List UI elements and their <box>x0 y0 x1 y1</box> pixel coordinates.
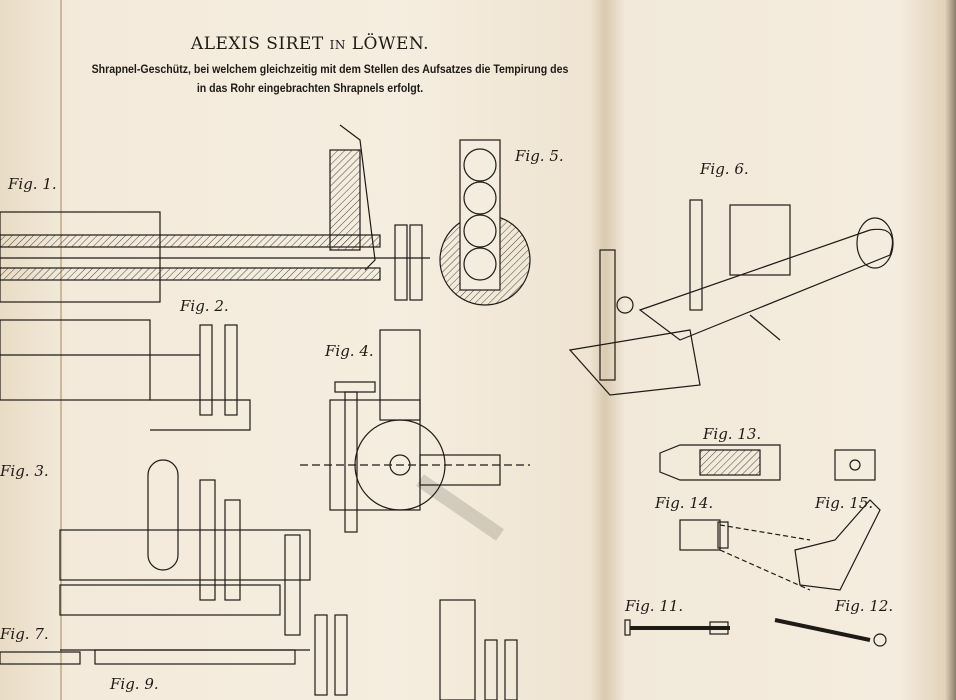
subtitle-line-1: Shrapnel-Geschütz, bei welchem gleichzei… <box>91 64 569 76</box>
page-fold <box>60 0 62 700</box>
inventor-name: ALEXIS SIRET <box>190 34 324 54</box>
fig-2-label: Fig. 2. <box>180 297 229 315</box>
fig-2-drawing <box>0 319 251 431</box>
fig-1-drawing <box>0 124 531 306</box>
fig-12-label: Fig. 12. <box>835 597 894 615</box>
fig-11-12-drawing <box>624 618 887 647</box>
fig-1-label: Fig. 1. <box>8 175 57 193</box>
inventor-place: LÖWEN. <box>351 34 430 54</box>
fig-14-15-drawing <box>679 499 881 591</box>
fig-3-label: Fig. 3. <box>0 462 49 480</box>
fig-9-label: Fig. 9. <box>110 675 159 693</box>
fig-3-drawing <box>0 459 348 696</box>
fig-4-drawing <box>300 329 530 541</box>
fig-13-drawing <box>659 444 876 481</box>
fig-14-label: Fig. 14. <box>655 494 714 512</box>
fig-15-label: Fig. 15. <box>815 494 874 512</box>
subtitle-line-2: in das Rohr eingebrachten Shrapnels erfo… <box>196 83 424 95</box>
fig-4-label: Fig. 4. <box>325 342 374 360</box>
fig-11-label: Fig. 11. <box>625 597 684 615</box>
fig-7-label: Fig. 7. <box>0 625 49 643</box>
fig-6-label: Fig. 6. <box>700 160 749 178</box>
fig-6-drawing <box>568 199 894 396</box>
patent-title: ALEXIS SIRET IN LÖWEN. <box>0 34 620 54</box>
title-connector: IN <box>329 38 346 52</box>
fig-lower-right-drawing <box>439 599 518 700</box>
fig-13-label: Fig. 13. <box>703 425 762 443</box>
fig-5-label: Fig. 5. <box>515 147 564 165</box>
